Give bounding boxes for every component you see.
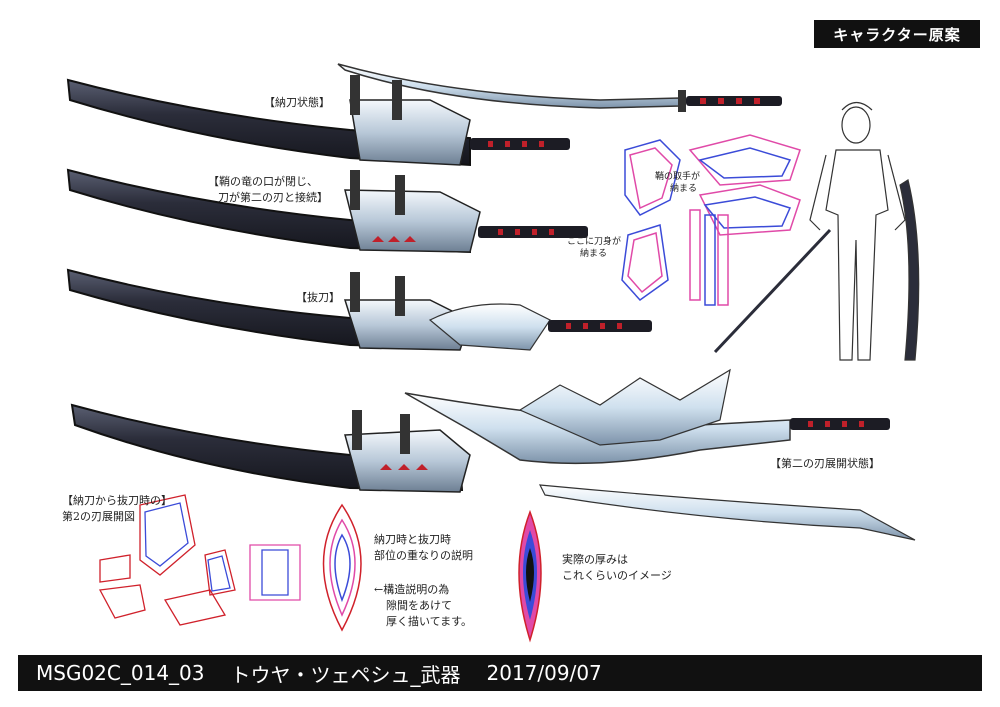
label-dragon-mouth-1: 【鞘の竜の口が閉じ、 [208, 175, 318, 188]
label-thickness-1: 実際の厚みは [562, 553, 628, 566]
footer-bar: MSG02C_014_03 トウヤ・ツェペシュ_武器 2017/09/07 [18, 655, 982, 691]
header-title: キャラクター原案 [814, 20, 980, 48]
label-overlap-2: 部位の重なりの説明 [374, 549, 473, 562]
sword-sheathed [66, 75, 570, 167]
label-structure-3: 厚く描いてます。 [386, 615, 473, 628]
label-expand-2: 第2の刃展開図 [62, 510, 135, 523]
label-drawn: 【抜刀】 [296, 291, 340, 304]
expansion-diagram [98, 494, 301, 626]
mechanism-diagram [621, 134, 801, 306]
katana-blade-top [337, 63, 782, 112]
label-expand-1: 【納刀から抜刀時の】 [62, 494, 172, 507]
label-handle-note-2: 納まる [670, 184, 698, 194]
label-thickness-2: これくらいのイメージ [562, 569, 672, 582]
label-blade-note-1: ここに刀身が [567, 237, 622, 247]
label-overlap-1: 納刀時と抜刀時 [374, 533, 451, 546]
character-sketch [713, 101, 920, 361]
label-sheathed: 【納刀状態】 [264, 96, 330, 109]
sword-connected [66, 168, 588, 254]
label-structure-2: 隙間をあけて [386, 599, 452, 612]
footer-name: トウヤ・ツェペシュ_武器 [230, 662, 461, 687]
footer-date: 2017/09/07 [486, 661, 602, 685]
footer-code: MSG02C_014_03 [36, 661, 205, 685]
label-structure-1: ←構造説明の為 [374, 583, 450, 596]
sword-drawn [66, 268, 652, 351]
label-second-blade: 【第二の刃展開状態】 [770, 457, 880, 470]
second-blade-expanded [404, 368, 916, 541]
label-blade-note-2: 納まる [580, 249, 608, 259]
label-handle-note-1: 鞘の取手が [655, 172, 701, 182]
sheath-open [70, 403, 471, 493]
overlap-lens-diagram [322, 503, 362, 632]
label-dragon-mouth-2: 刀が第二の刃と接続】 [218, 191, 328, 204]
thickness-lens-diagram [518, 509, 542, 643]
